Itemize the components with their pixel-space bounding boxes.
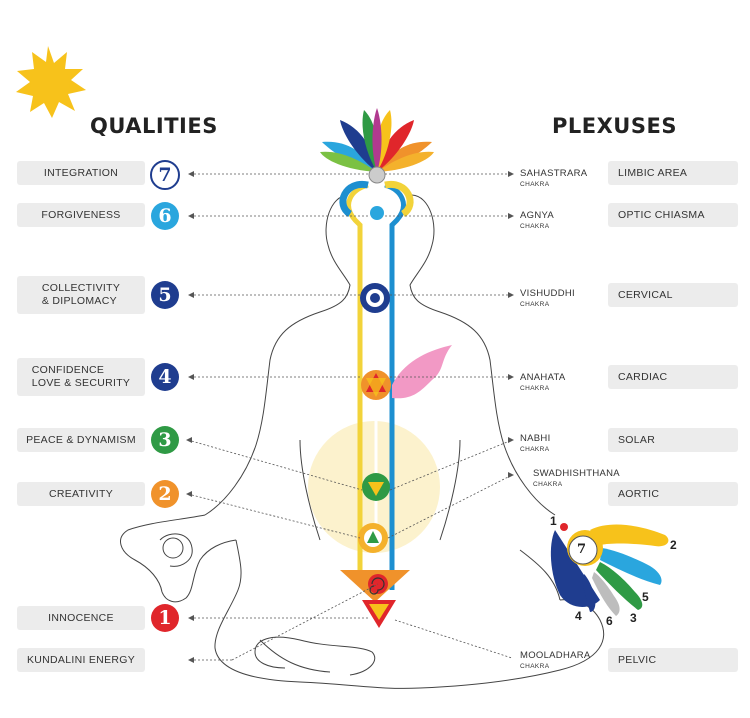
quality-forgiveness: FORGIVENESS bbox=[17, 203, 145, 227]
finger-number-1: 1 bbox=[550, 514, 557, 528]
chakra-number-5: 5 bbox=[151, 281, 179, 309]
quality-creativity: CREATIVITY bbox=[17, 482, 145, 506]
plexus-cervical: CERVICAL bbox=[608, 283, 738, 307]
finger-number-4: 4 bbox=[575, 609, 582, 623]
plexus-limbic: LIMBIC AREA bbox=[608, 161, 738, 185]
quality-peace: PEACE & DYNAMISM bbox=[17, 428, 145, 452]
crescent-moon-icon bbox=[687, 62, 738, 119]
chakra-number-2: 2 bbox=[151, 480, 179, 508]
plexuses-heading: PLEXUSES bbox=[552, 114, 677, 138]
finger-number-2: 2 bbox=[670, 538, 677, 552]
plexus-pelvic: PELVIC bbox=[608, 648, 738, 672]
sun-icon bbox=[16, 46, 86, 118]
finger-number-6: 6 bbox=[606, 614, 613, 628]
chakra-number-4: 4 bbox=[151, 363, 179, 391]
right-hand bbox=[550, 523, 669, 616]
qualities-heading: QUALITIES bbox=[90, 114, 218, 138]
quality-kundalini: KUNDALINI ENERGY bbox=[17, 648, 145, 672]
plexus-solar: SOLAR bbox=[608, 428, 738, 452]
quality-innocence: INNOCENCE bbox=[17, 606, 145, 630]
meditating-figure bbox=[120, 194, 605, 689]
plexus-optic: OPTIC CHIASMA bbox=[608, 203, 738, 227]
quality-integration: INTEGRATION bbox=[17, 161, 145, 185]
chakra-number-7: 7 bbox=[150, 160, 180, 190]
chakra-number-3: 3 bbox=[151, 426, 179, 454]
finger-number-7: 7 bbox=[577, 542, 587, 557]
plexus-aortic: AORTIC bbox=[608, 482, 738, 506]
lotus-icon bbox=[320, 108, 434, 184]
plexus-cardiac: CARDIAC bbox=[608, 365, 738, 389]
quality-collectivity: COLLECTIVITY& DIPLOMACY bbox=[17, 276, 145, 314]
finger-number-3: 3 bbox=[630, 611, 637, 625]
chakra-number-6: 6 bbox=[151, 202, 179, 230]
finger-number-5: 5 bbox=[642, 590, 649, 604]
chakra-number-1: 1 bbox=[151, 604, 179, 632]
